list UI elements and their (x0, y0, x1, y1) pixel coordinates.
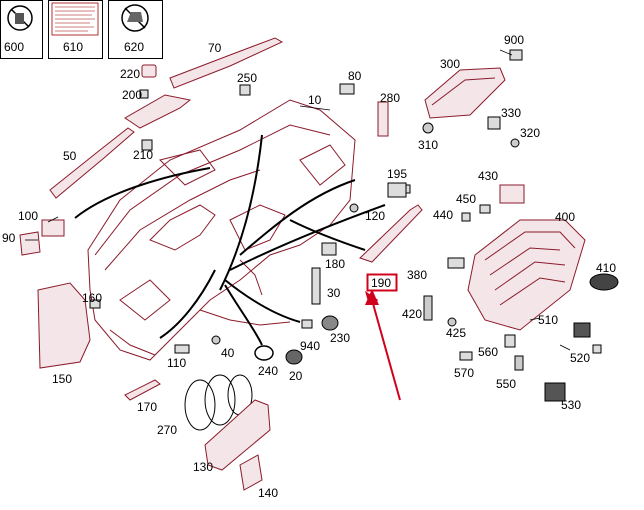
callout-150[interactable]: 150 (52, 372, 72, 386)
callout-520[interactable]: 520 (570, 351, 590, 365)
part-220-cap (141, 64, 157, 78)
callout-425[interactable]: 425 (446, 326, 466, 340)
callout-330[interactable]: 330 (501, 106, 521, 120)
part-190-strip (359, 204, 423, 263)
callout-220[interactable]: 220 (120, 67, 140, 81)
callout-420[interactable]: 420 (402, 307, 422, 321)
callout-70[interactable]: 70 (208, 41, 222, 55)
callout-440[interactable]: 440 (433, 208, 453, 222)
part-410-latch (589, 273, 619, 291)
callout-560[interactable]: 560 (478, 345, 498, 359)
part-170-strip (124, 379, 161, 401)
callout-10[interactable]: 10 (308, 93, 322, 107)
legend-label-600: 600 (4, 40, 24, 54)
callout-430[interactable]: 430 (478, 169, 498, 183)
part-130-cover (204, 399, 271, 471)
part-150-panel (37, 282, 91, 369)
callout-400[interactable]: 400 (555, 210, 575, 224)
legend-label-620: 620 (124, 40, 144, 54)
callout-110[interactable]: 110 (167, 356, 186, 370)
highlight-arrow (364, 289, 401, 401)
callout-320[interactable]: 320 (520, 126, 540, 140)
legend-label-610: 610 (63, 40, 83, 54)
part-200-vent (124, 94, 192, 129)
small-parts (89, 49, 602, 402)
callout-140[interactable]: 140 (258, 486, 278, 500)
callout-900[interactable]: 900 (504, 33, 524, 47)
callout-310[interactable]: 310 (418, 138, 438, 152)
legend-box-610[interactable]: 610 (48, 0, 103, 59)
callout-570[interactable]: 570 (454, 366, 474, 380)
legend-box-600[interactable]: 600 (0, 0, 43, 59)
callout-40[interactable]: 40 (221, 346, 235, 360)
part-400-glovebox (467, 219, 586, 331)
callout-50[interactable]: 50 (63, 149, 77, 163)
callout-160[interactable]: 160 (82, 291, 102, 305)
callout-210[interactable]: 210 (133, 148, 153, 162)
callout-240[interactable]: 240 (258, 364, 278, 378)
callout-180[interactable]: 180 (325, 257, 345, 271)
callout-380[interactable]: 380 (407, 268, 427, 282)
highlight-190[interactable]: 190 (366, 273, 398, 292)
part-140-bracket (239, 454, 263, 491)
callout-270[interactable]: 270 (157, 423, 177, 437)
callout-450[interactable]: 450 (456, 192, 476, 206)
part-300-cover (424, 67, 506, 119)
callout-530[interactable]: 530 (561, 398, 581, 412)
part-230-knob (321, 315, 339, 331)
callout-510[interactable]: 510 (538, 313, 558, 327)
part-100-block (41, 219, 65, 237)
harness-lines (74, 134, 386, 346)
callout-280[interactable]: 280 (380, 91, 400, 105)
legend-box-620[interactable]: 620 (108, 0, 163, 59)
callout-120[interactable]: 120 (365, 209, 385, 223)
callout-90[interactable]: 90 (2, 231, 16, 245)
part-90-block (19, 231, 41, 256)
leader-lines (25, 49, 571, 351)
callout-80[interactable]: 80 (348, 69, 362, 83)
callout-550[interactable]: 550 (496, 377, 516, 391)
callout-300[interactable]: 300 (440, 57, 460, 71)
dashboard-outline (87, 99, 356, 361)
part-20-knob (285, 349, 303, 365)
part-70-trim (169, 37, 284, 89)
callout-250[interactable]: 250 (237, 71, 257, 85)
callout-200[interactable]: 200 (122, 88, 142, 102)
callout-labels: 70 220 250 80 200 10 280 300 900 330 320… (2, 33, 616, 500)
part-240-ring (254, 345, 274, 361)
callout-410[interactable]: 410 (596, 261, 616, 275)
callout-20[interactable]: 20 (289, 369, 303, 383)
callout-230[interactable]: 230 (330, 331, 350, 345)
callout-130[interactable]: 130 (193, 460, 213, 474)
part-50-trim (49, 127, 135, 199)
callout-30[interactable]: 30 (327, 286, 341, 300)
callout-100[interactable]: 100 (18, 209, 38, 223)
callout-170[interactable]: 170 (137, 400, 157, 414)
callout-195[interactable]: 195 (387, 167, 407, 181)
callout-940[interactable]: 940 (300, 339, 320, 353)
callout-190[interactable]: 190 (371, 276, 391, 290)
